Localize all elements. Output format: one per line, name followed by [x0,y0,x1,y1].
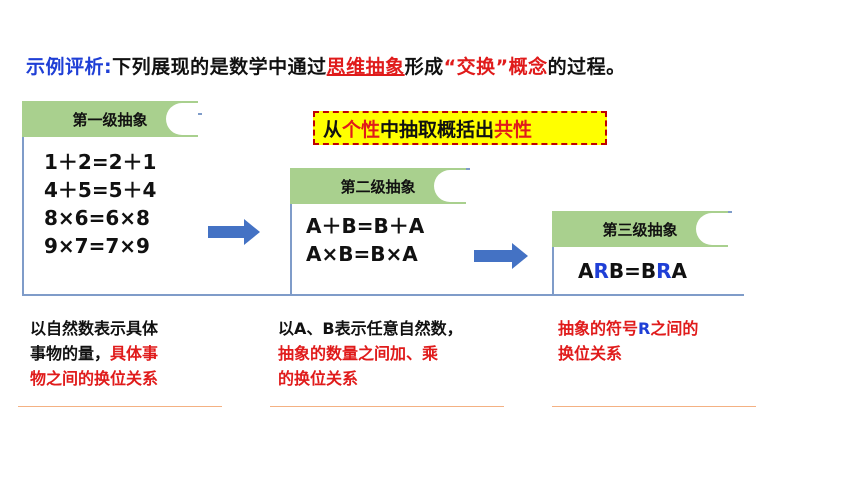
eq-r2: R [656,259,672,283]
title-prefix: 示例评析: [26,56,113,78]
level2-label: 第二级抽象 [340,177,416,196]
note-level1: 以自然数表示具体 事物的量，具体事 物之间的换位关系 [30,316,230,391]
note-line: 换位关系 [558,344,623,363]
level3-tag-cap [694,211,728,247]
note-line-highlight: 具体事 [110,344,159,363]
equation: 9×7=7×9 [44,234,150,258]
equation: 4＋5=5＋4 [44,178,157,202]
note-underline [270,406,504,407]
arrow-right-icon [208,219,260,245]
level2-equations: A＋B=B＋A A×B=B×A [306,212,424,268]
eq-c: A [671,259,688,283]
note-line: 以A、B表示任意自然数， [278,319,463,338]
note-symbol-r: R [638,319,651,338]
summary-banner: 从个性中抽取概括出共性 [313,111,607,145]
level3-label: 第三级抽象 [602,220,678,239]
note-level2: 以A、B表示任意自然数， 抽象的数量之间加、乘 的换位关系 [278,316,518,391]
note-line: 事物的量， [30,344,111,363]
note-level3: 抽象的符号R之间的 换位关系 [558,316,758,366]
level2-tag-cap [432,168,466,204]
equation: A＋B=B＋A [306,214,425,238]
title-part2: 形成 [404,56,444,78]
banner-p2: 中抽取概括出 [380,118,495,141]
banner-r2: 共性 [494,118,533,141]
note-line: 以自然数表示具体 [30,319,159,338]
title-highlight: 思维抽象 [326,56,405,78]
note-line: 物之间的换位关系 [30,369,159,388]
title-part3: 概念 [508,56,548,78]
page-title: 示例评析:下列展现的是数学中通过思维抽象形成“交换”概念的过程。 [26,52,626,79]
baseline-divider [22,294,744,296]
equation: 1＋2=2＋1 [44,150,157,174]
note-underline [552,406,756,407]
eq-a: A [578,259,594,283]
title-part1: 下列展现的是数学中通过 [112,56,327,78]
note-line: 抽象的数量之间加、乘 [278,344,439,363]
note-line: 之间的 [650,319,699,338]
eq-b: B=B [608,259,657,283]
note-line: 的换位关系 [278,369,359,388]
level1-label: 第一级抽象 [72,110,148,129]
note-underline [18,406,222,407]
level3-equation: ARB=BRA [578,257,687,285]
banner-p1: 从 [323,118,343,141]
eq-r1: R [593,259,609,283]
title-quoted: “交换” [443,56,509,78]
level1-equations: 1＋2=2＋1 4＋5=5＋4 8×6=6×8 9×7=7×9 [44,148,156,260]
equation: 8×6=6×8 [44,206,150,230]
equation: A×B=B×A [306,242,418,266]
level1-tag-cap [164,101,198,137]
title-part4: 的过程。 [547,56,626,78]
arrow-right-icon [474,243,528,269]
banner-r1: 个性 [342,118,381,141]
note-line: 抽象的符号 [558,319,639,338]
